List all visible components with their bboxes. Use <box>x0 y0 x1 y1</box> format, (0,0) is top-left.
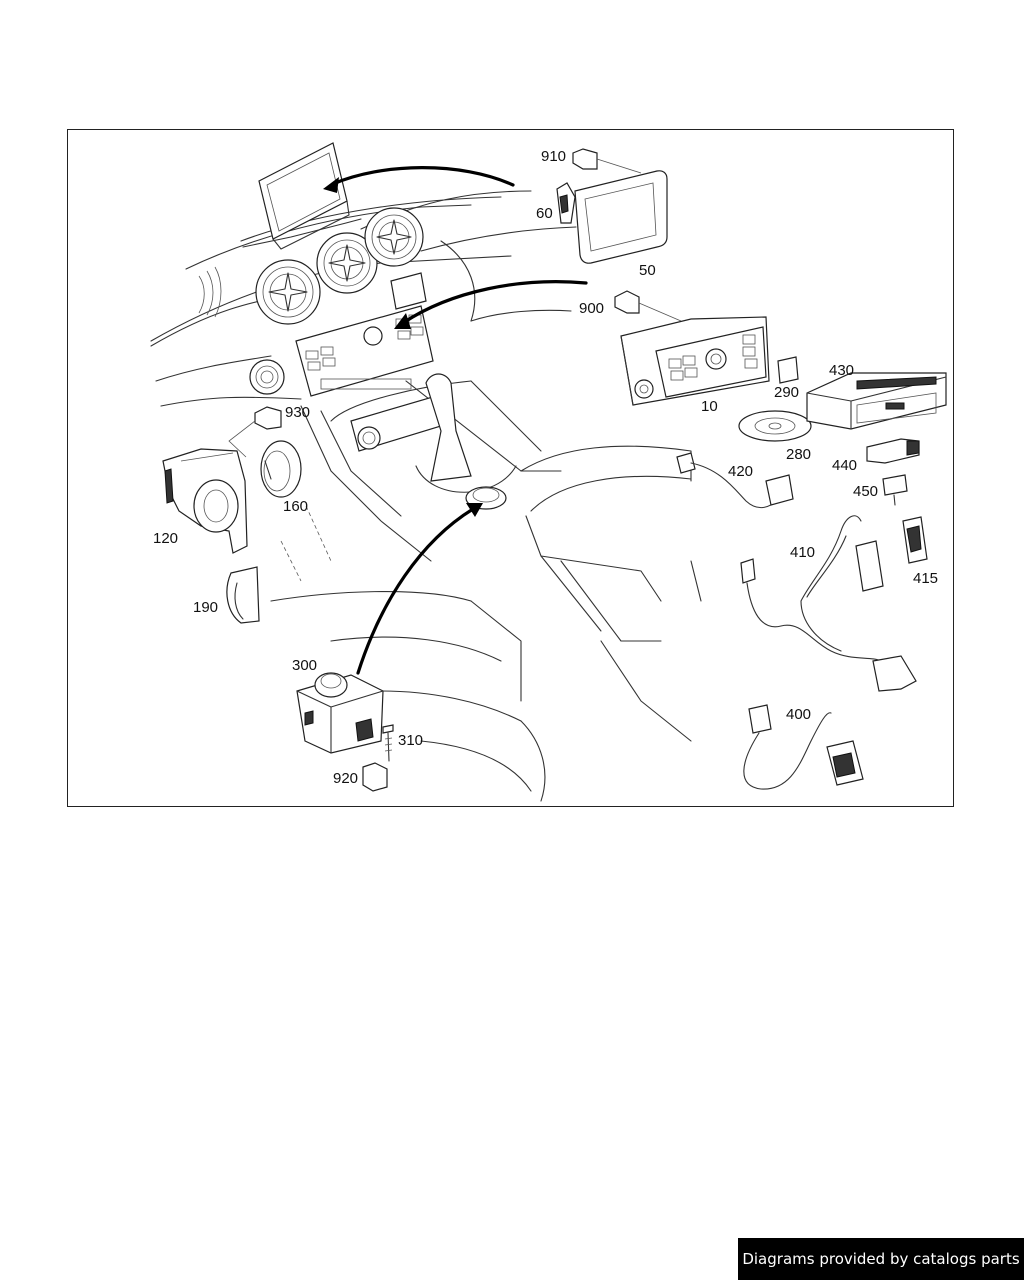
callout-10: 10 <box>701 398 718 415</box>
part-930-label-tag <box>228 406 282 458</box>
part-410-cable-harness <box>740 515 917 692</box>
parts-diagram-frame: 910 60 50 900 10 290 430 280 420 440 450… <box>67 129 954 807</box>
callout-280: 280 <box>786 446 811 463</box>
part-60-bracket <box>556 182 576 224</box>
part-440-connector <box>866 438 920 464</box>
callout-290: 290 <box>774 384 799 401</box>
catalog-credit-banner[interactable]: Diagrams provided by catalogs parts <box>738 1238 1024 1280</box>
callout-920: 920 <box>333 770 358 787</box>
part-420-cable <box>676 452 794 509</box>
callout-120: 120 <box>153 530 178 547</box>
air-vent-icon <box>364 207 424 267</box>
catalog-credit-text: Diagrams provided by catalogs parts <box>742 1250 1020 1268</box>
dashboard-display-installed <box>242 142 362 250</box>
callout-410: 410 <box>790 544 815 561</box>
installation-arrows <box>323 166 588 675</box>
arrow-head-icon <box>466 503 483 517</box>
part-120-housing <box>162 448 248 554</box>
part-190-cover <box>226 566 260 624</box>
callout-160: 160 <box>283 498 308 515</box>
callout-400: 400 <box>786 706 811 723</box>
callout-415: 415 <box>913 570 938 587</box>
part-415-holder <box>902 516 928 564</box>
dashboard-interior-linework <box>150 190 702 802</box>
callout-440: 440 <box>832 457 857 474</box>
part-290-memory-card-icon <box>777 356 799 384</box>
parts-diagram: 910 60 50 900 10 290 430 280 420 440 450… <box>150 142 947 802</box>
dashboard-vents <box>249 207 424 395</box>
part-900-label-tag <box>614 290 682 322</box>
callout-60: 60 <box>536 205 553 222</box>
part-920-label-tag <box>362 762 388 792</box>
air-vent-icon <box>316 232 378 294</box>
part-310-screw-icon <box>382 724 394 762</box>
part-10-head-unit <box>620 316 770 406</box>
arrow-head-icon <box>394 313 411 329</box>
callout-910: 910 <box>541 148 566 165</box>
part-160-speaker <box>260 440 302 498</box>
part-450-plug <box>882 474 908 506</box>
part-430-media-interface <box>806 372 947 430</box>
part-280-disc-icon <box>738 410 812 442</box>
callout-930: 930 <box>285 404 310 421</box>
callout-430: 430 <box>829 362 854 379</box>
air-vent-icon <box>255 259 321 325</box>
callout-420: 420 <box>728 463 753 480</box>
arrow-head-icon <box>323 177 339 193</box>
callout-300: 300 <box>292 657 317 674</box>
callout-labels: 910 60 50 900 10 290 430 280 420 440 450… <box>153 148 938 787</box>
callout-900: 900 <box>579 300 604 317</box>
part-910-label-tag <box>572 148 642 174</box>
callout-310: 310 <box>398 732 423 749</box>
callout-50: 50 <box>639 262 656 279</box>
callout-190: 190 <box>193 599 218 616</box>
part-50-display-screen <box>574 170 668 264</box>
light-switch-knob-icon <box>249 359 285 395</box>
callout-450: 450 <box>853 483 878 500</box>
part-300-controller <box>296 672 384 754</box>
part-400-usb-cable <box>743 704 864 790</box>
